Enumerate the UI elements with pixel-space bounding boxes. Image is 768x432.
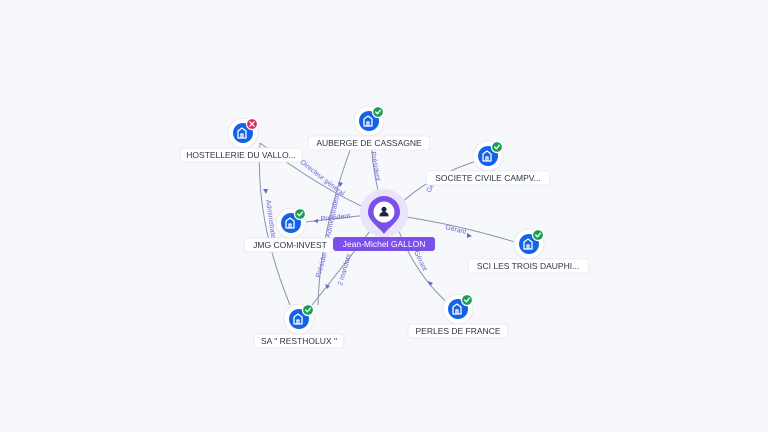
edge-label-auberge: Président <box>369 151 381 181</box>
arrow-jmg <box>313 219 318 223</box>
edge-label-jmg: Président <box>320 213 350 223</box>
company-name: JMG COM-INVEST <box>253 240 327 250</box>
company-label-sci-trois[interactable]: SCI LES TROIS DAUPHI... <box>467 258 590 274</box>
edge-label-hostellerie: Directeur général <box>299 159 346 198</box>
arrow-auberge <box>338 182 343 187</box>
building-icon <box>523 238 533 250</box>
edge-label-perles: Gérant <box>412 250 428 272</box>
edge-sci-trois[interactable] <box>399 215 519 244</box>
person-name: Jean-Michel GALLON <box>343 239 426 249</box>
check-badge-icon <box>531 228 545 242</box>
check-badge-icon <box>460 293 474 307</box>
edge-restholux-b[interactable] <box>317 144 353 306</box>
company-label-auberge[interactable]: AUBERGE DE CASSAGNE <box>307 135 431 151</box>
company-label-jmg[interactable]: JMG COM-INVEST <box>243 237 337 253</box>
building-icon <box>363 115 373 127</box>
arrow-sci <box>467 233 472 238</box>
edge-label-restholux: Président <box>315 248 330 278</box>
company-node-sci-trois[interactable] <box>513 228 545 260</box>
company-label-hostellerie[interactable]: HOSTELLERIE DU VALLO... <box>179 147 303 163</box>
company-name: HOSTELLERIE DU VALLO... <box>186 150 295 160</box>
building-icon <box>482 150 492 162</box>
arrow-admin <box>263 189 268 194</box>
person-node[interactable] <box>360 189 408 237</box>
company-name: AUBERGE DE CASSAGNE <box>316 138 422 148</box>
edge-label-sci-trois: Gérant <box>445 224 468 236</box>
company-node-societe-civile[interactable] <box>472 140 504 172</box>
company-node-hostellerie[interactable] <box>227 117 259 149</box>
company-name: SOCIETE CIVILE CAMPV... <box>435 173 541 183</box>
cross-badge-icon <box>245 117 259 131</box>
company-label-societe-civile[interactable]: SOCIETE CIVILE CAMPV... <box>425 170 551 186</box>
company-label-perles[interactable]: PERLES DE FRANCE <box>407 323 509 339</box>
check-badge-icon <box>490 140 504 154</box>
check-badge-icon <box>301 303 315 317</box>
building-icon <box>237 127 247 139</box>
arrow-restholux <box>325 284 330 289</box>
check-badge-icon <box>371 105 385 119</box>
company-name: SCI LES TROIS DAUPHI... <box>477 261 579 271</box>
company-label-restholux[interactable]: SA " RESTHOLUX " <box>253 333 345 349</box>
company-node-perles[interactable] <box>442 293 474 325</box>
company-node-restholux[interactable] <box>283 303 315 335</box>
check-badge-icon <box>293 207 307 221</box>
company-name: PERLES DE FRANCE <box>415 326 500 336</box>
arrow-perles <box>428 281 433 286</box>
company-name: SA " RESTHOLUX " <box>261 336 337 346</box>
edge-perles[interactable] <box>396 225 451 306</box>
user-icon <box>379 206 389 217</box>
person-label[interactable]: Jean-Michel GALLON <box>333 237 435 251</box>
company-node-jmg[interactable] <box>275 207 307 239</box>
building-icon <box>285 217 295 229</box>
building-icon <box>293 313 303 325</box>
building-icon <box>452 303 462 315</box>
company-node-auberge[interactable] <box>353 105 385 137</box>
